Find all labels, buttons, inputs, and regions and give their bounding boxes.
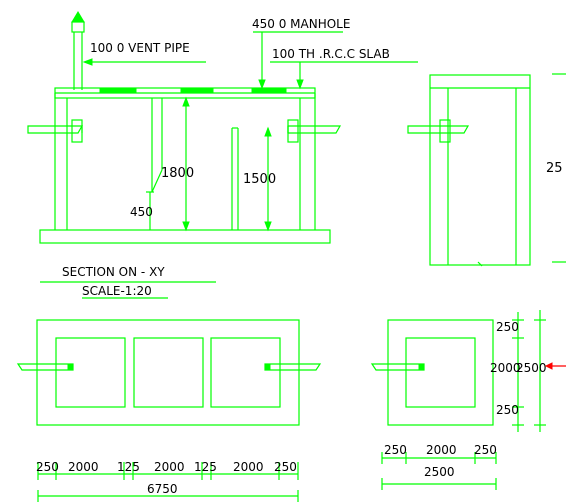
outlet-pipe	[287, 125, 342, 134]
plan-total-label: 6750	[147, 482, 178, 496]
plan-seg-1: 250	[36, 460, 59, 474]
plan-seg-2: 2000	[68, 460, 99, 474]
side-section: 25	[407, 73, 566, 267]
dim-1500-label: 1500	[243, 172, 276, 187]
manhole-label: 450 0 MANHOLE	[252, 17, 350, 31]
dim-1800-label: 1800	[161, 166, 194, 181]
vent-pipe	[71, 11, 85, 90]
vent-pipe-label: 100 0 VENT PIPE	[90, 41, 190, 55]
slab-leader	[270, 61, 418, 90]
section-title: SECTION ON - XY	[62, 265, 165, 279]
manhole-leader	[253, 31, 343, 90]
side-pipe	[407, 125, 470, 134]
section-marker	[544, 362, 566, 370]
inlet-pipe	[27, 125, 84, 134]
section-xy: 1800 1500 450 450 0 MANHOLE 100 0 VENT P…	[27, 11, 418, 299]
dim-1800	[182, 96, 190, 232]
plan-inlet-pipe	[16, 363, 74, 371]
manhole-cover-1	[99, 88, 137, 93]
plan-seg-5: 125	[194, 460, 217, 474]
plan-view: 250 2000 125 2000 125 2000 250 6750	[16, 319, 322, 502]
plan-seg-4: 2000	[154, 460, 185, 474]
small-plan-seg-1: 250	[384, 443, 407, 457]
slab-label: 100 TH .R.C.C SLAB	[272, 47, 390, 61]
plan-seg-7: 250	[274, 460, 297, 474]
small-plan-v-bottom: 250	[496, 403, 519, 417]
dim-1500	[264, 126, 272, 232]
plan-outlet-pipe	[264, 363, 322, 371]
plan-seg-3: 125	[117, 460, 140, 474]
dim-450-label: 450	[130, 205, 153, 219]
manhole-cover-3	[251, 88, 287, 93]
vent-leader	[82, 58, 206, 66]
plan-segment-dims	[37, 462, 299, 480]
scale-label: SCALE-1:20	[82, 284, 152, 298]
base-slab	[39, 229, 331, 244]
small-plan-view: 250 2000 250 2500 250 2000 2500 250	[370, 310, 566, 490]
small-plan-seg-2: 2000	[426, 443, 457, 457]
dim-450	[146, 191, 154, 230]
small-plan-v-top: 250	[496, 320, 519, 334]
small-plan-v-middle: 2000	[490, 361, 521, 375]
small-plan-v-overall: 2500	[516, 361, 547, 375]
small-plan-total: 2500	[424, 465, 455, 479]
side-dim-label: 25	[546, 161, 563, 176]
small-plan-seg-3: 250	[474, 443, 497, 457]
plan-seg-6: 2000	[233, 460, 264, 474]
manhole-cover-2	[180, 88, 214, 93]
small-plan-pipe	[370, 363, 425, 371]
